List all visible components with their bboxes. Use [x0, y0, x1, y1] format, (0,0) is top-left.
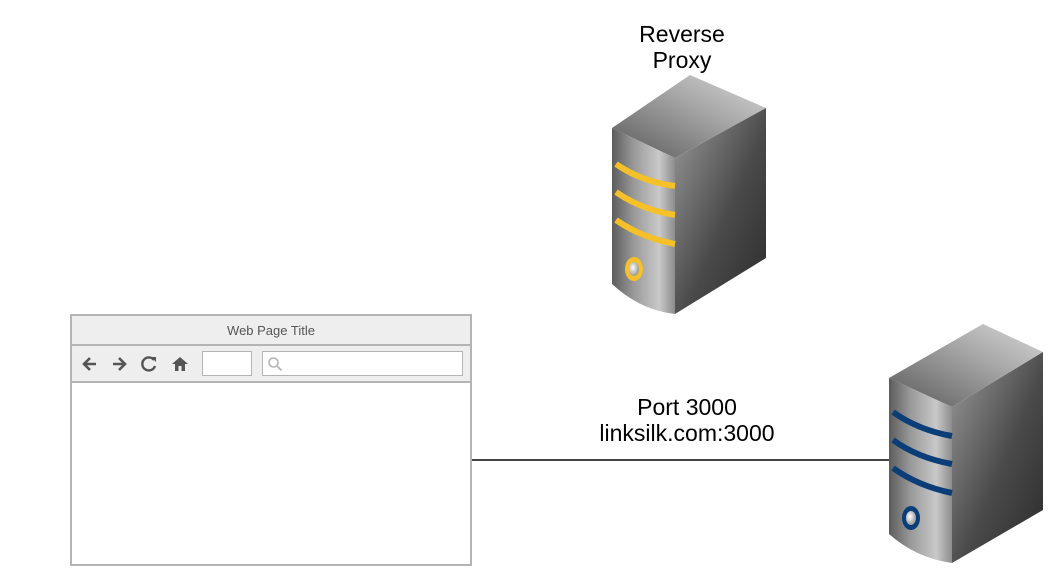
reverse-proxy-server-icon	[612, 75, 766, 314]
browser-toolbar	[72, 346, 470, 383]
address-input[interactable]	[202, 351, 252, 376]
browser-title-bar: Web Page Title	[72, 316, 470, 346]
search-icon	[268, 357, 283, 372]
home-icon[interactable]	[170, 354, 190, 374]
proxy-stripes	[614, 161, 676, 247]
reverse-proxy-label-line2: Proxy	[652, 47, 712, 73]
reverse-proxy-label: Reverse Proxy	[602, 21, 762, 73]
forward-arrow-icon[interactable]	[109, 354, 129, 374]
app-server-stripes	[891, 409, 953, 496]
browser-window: Web Page Title	[70, 314, 472, 566]
connection-port-label: Port 3000	[637, 394, 737, 420]
app-server-icon	[889, 324, 1043, 563]
reverse-proxy-label-line1: Reverse	[639, 21, 725, 47]
connection-host-label: linksilk.com:3000	[599, 420, 775, 446]
back-arrow-icon[interactable]	[80, 354, 100, 374]
browser-content-area	[72, 383, 470, 564]
connection-label: Port 3000 linksilk.com:3000	[567, 394, 807, 446]
reload-icon[interactable]	[139, 354, 159, 374]
search-input[interactable]	[262, 351, 463, 376]
